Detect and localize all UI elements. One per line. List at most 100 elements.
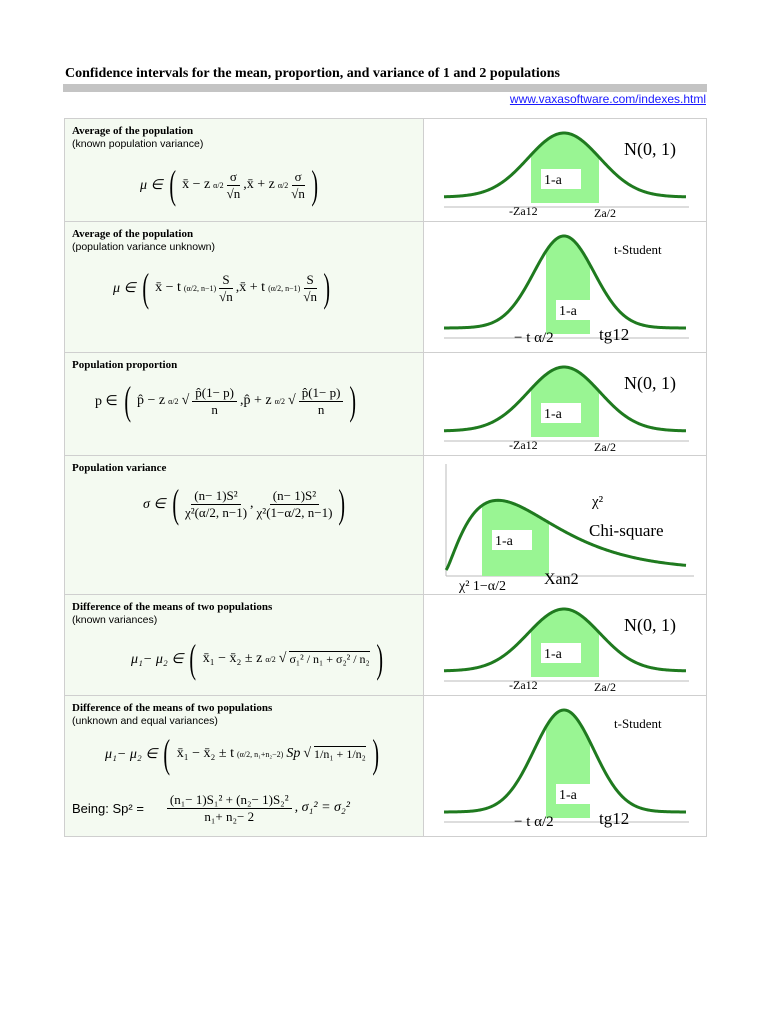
den: n [211,401,218,417]
row-heading: Average of the population [72,228,194,240]
left-critical-label: − t α/2 [514,814,554,830]
row-diff-unknown: Difference of the means of two populatio… [64,695,707,837]
equal-variance-condition: , σ₁² = σ₂² [294,800,350,816]
formula-lhs: σ ∈ [143,496,166,512]
num: p̂(1− p) [298,385,344,402]
num: σ [291,169,305,186]
formula-lhs: μ₁− μ₂ ∈ [105,746,158,762]
paren: ( [163,731,171,776]
page-title: Confidence intervals for the mean, propo… [65,66,560,81]
paren: ) [311,162,318,207]
den: √n [303,288,317,304]
radicand: σ₁² / n₁ + σ₂² / n₂ [289,651,370,666]
paren: ( [169,162,176,207]
area-label-box [492,530,532,550]
being-label: Being: Sp² = [72,800,144,816]
distribution-name: N(0, 1) [624,373,676,394]
density-curve [443,708,687,814]
sp-symbol: Sp [286,746,301,761]
den: n₁+ n₂− 2 [204,808,255,824]
num: S [303,272,317,289]
row-heading: Average of the population [72,125,194,137]
chi-symbol: χ² [591,494,604,510]
sqrt-icon: √ [278,651,287,666]
right-critical-label: tg12 [599,809,629,828]
paren: ) [349,378,357,423]
formula-term: ,p̂ + z [240,393,272,408]
formula-lhs: μ₁− μ₂ ∈ [131,651,184,667]
left-critical-label: χ² 1−α/2 [458,579,506,594]
area-label-box [541,169,581,189]
paren: ) [338,481,346,526]
paren: ) [376,636,383,681]
area-label-box [541,643,581,663]
fraction: σ√n [291,169,305,201]
sqrt-icon: √ [181,393,190,408]
row-subheading: (known population variance) [72,138,204,150]
num: (n− 1)S² [269,488,320,505]
paren: ) [372,731,379,776]
title-rule [63,84,707,92]
left-critical-label: − t α/2 [514,330,554,346]
radicand: 1/n₁ + 1/n₂ [314,746,366,761]
right-critical-label: Za/2 [594,680,616,694]
left-critical-label: -Za12 [509,204,538,218]
den: χ²(1−α/2, n−1) [256,504,333,520]
formula-lhs: p ∈ [95,393,118,409]
formula-sub: α/2 [213,180,224,190]
den: χ²(α/2, n−1) [184,504,248,520]
area-label-box [556,784,596,804]
formula-term: ,x̄ + z [243,177,275,192]
right-critical-label: Za/2 [594,440,616,454]
distribution-name: t-Student [614,242,662,257]
paren: ( [142,265,149,310]
formula-term: ,x̄ + t [235,280,266,295]
row-heading: Population proportion [72,359,178,371]
left-critical-label: -Za12 [509,438,538,452]
den: n [317,401,325,417]
area-label: 1-a [495,534,514,549]
formula-sub: α/2 [265,654,276,664]
sqrt-icon: √ [288,393,296,408]
paren: ) [323,265,330,310]
formula: μ ∈( x̄ − t(α/2, n−1) S√n ,x̄ + t(α/2, n… [113,268,333,308]
paren: ( [171,481,179,526]
source-link[interactable]: www.vaxasoftware.com/indexes.html [509,92,706,106]
right-critical-label: tg12 [599,325,629,344]
area-label: 1-a [544,407,563,422]
formula-term: x̄ − t [155,280,181,295]
formula-sub: (α/2, n₁+n₂−2) [237,749,284,759]
area-label: 1-a [544,173,563,188]
distribution-chart: 1-a − t α/2 tg12 t-Student [443,234,689,346]
left-critical-label: -Za12 [509,678,538,692]
distribution-name: t-Student [614,716,662,731]
formula-lhs: μ ∈ [140,177,163,193]
density-curve [443,131,687,199]
distribution-name: N(0, 1) [624,615,676,636]
density-curve [443,365,687,433]
distribution-name: Chi-square [589,521,664,540]
area-label: 1-a [559,304,578,319]
sqrt-icon: √ [303,746,312,761]
area-label-box [541,403,581,423]
formula-sub: (α/2, n−1) [268,283,301,293]
row-heading: Difference of the means of two populatio… [72,702,273,714]
distribution-name: N(0, 1) [624,139,676,160]
chart-cell: 1-a − t α/2 tg12 t-Student [423,221,707,353]
area-label-box [556,300,596,320]
num: σ [226,169,240,186]
